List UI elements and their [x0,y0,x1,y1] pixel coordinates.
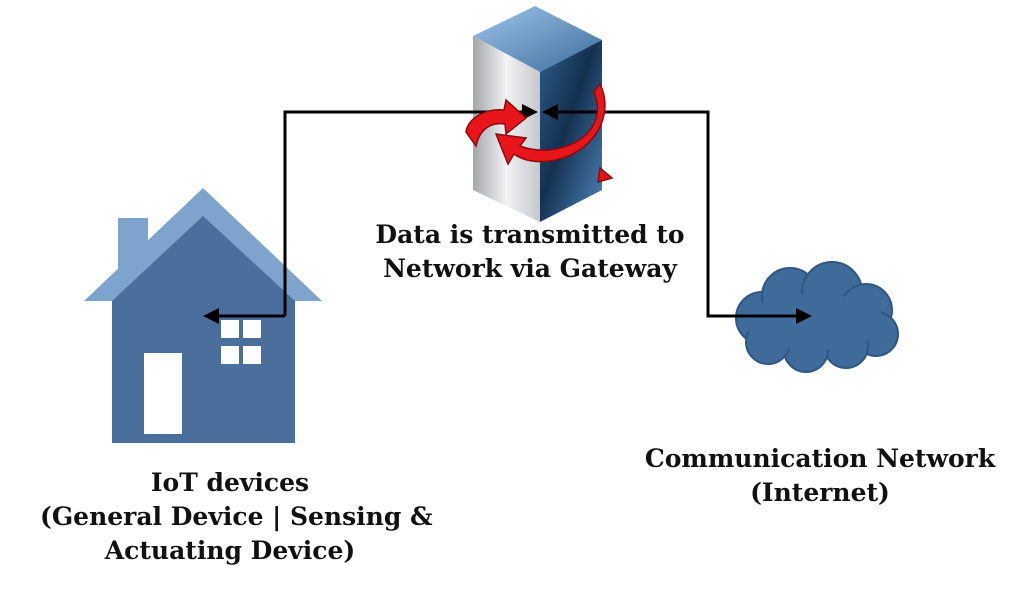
house-icon [84,188,322,443]
arrow-to-house [203,308,219,324]
iot-caption-line1: IoT devices [150,468,310,497]
rotation-arrows-icon [465,82,614,184]
house-door [144,353,182,434]
network-caption-line2: (Internet) [750,478,890,507]
iot-devices-caption: IoT devices (General Device | Sensing & … [40,466,433,568]
network-caption: Communication Network (Internet) [620,442,1020,510]
gateway-caption: Data is transmitted to Network via Gatew… [330,218,730,286]
arrow-to-cloud [796,308,812,324]
arrowheads [203,104,812,324]
gateway-caption-line1: Data is transmitted to [375,220,685,249]
network-caption-line1: Communication Network [644,444,996,473]
house-window [221,320,261,364]
connector-lines [215,110,800,318]
cloud-icon [735,261,899,373]
gateway-caption-line2: Network via Gateway [383,254,677,283]
house-gateway-line [283,110,535,316]
arrow-to-gateway-left [522,104,538,120]
arrow-to-gateway-right [542,104,558,120]
iot-caption-line2: (General Device | Sensing & [40,502,433,531]
gateway-cloud-line [548,110,800,318]
iot-caption-line3: Actuating Device) [104,536,356,565]
